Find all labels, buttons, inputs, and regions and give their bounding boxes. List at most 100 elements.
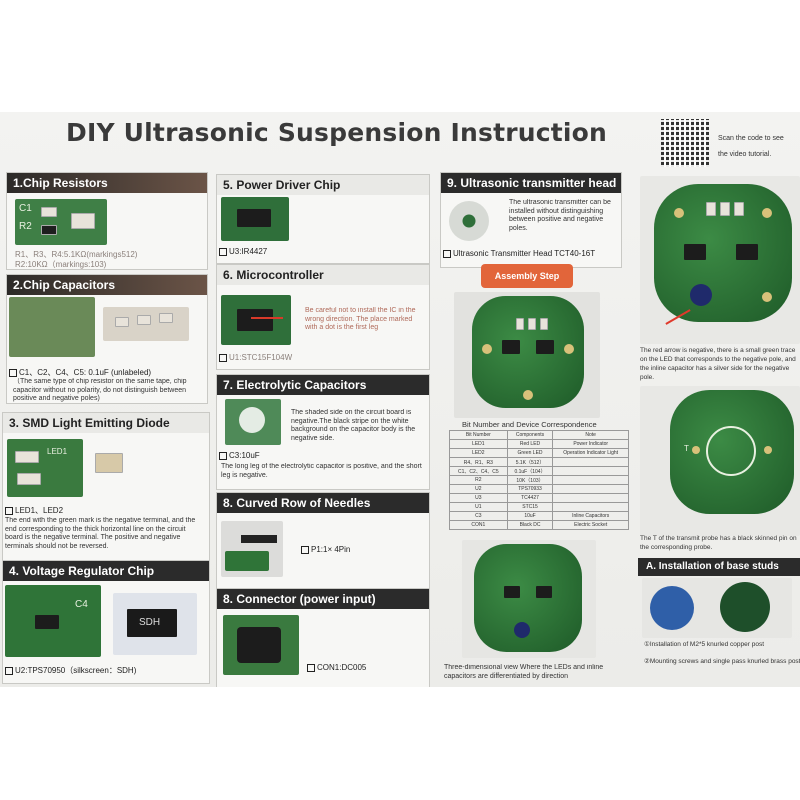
mounting-hole [762, 208, 772, 218]
page-title: DIY Ultrasonic Suspension Instruction [66, 118, 608, 147]
table-cell: R4、R1、R3 [449, 457, 508, 467]
resistor-component [71, 213, 95, 229]
panel-connector: 8. Connector (power input) CON1:DC005 [216, 588, 430, 687]
probe-pin [692, 446, 700, 454]
resistor-photo: C1 R2 [15, 199, 107, 245]
pin-header [241, 535, 277, 543]
panel-microcontroller: 6. Microcontroller Be careful not to ins… [216, 264, 430, 370]
table-cell [552, 502, 629, 512]
studs-header: A. Installation of base studs [638, 558, 800, 576]
panel-header: 9. Ultrasonic transmitter head [441, 173, 621, 193]
regulator-spec-text: U2:TPS70950（silkscreen：SDH) [15, 666, 137, 675]
mcu-board-photo [221, 295, 291, 345]
pcb-board [472, 296, 584, 408]
table-cell [552, 475, 629, 485]
table-cell: Operation Indicator Light [552, 448, 629, 458]
regulator-chip: SDH [127, 609, 177, 637]
table-cell: Red LED [506, 439, 554, 449]
assembly-3d-photo [462, 540, 596, 658]
led-component [720, 202, 730, 216]
smd-component [516, 318, 524, 330]
studs-photo [642, 578, 792, 638]
ic-chip [684, 244, 706, 260]
qr-caption: Scan the code to see [718, 135, 784, 142]
connector-spec: CON1:DC005 [307, 663, 366, 672]
capacitor-component [115, 317, 129, 327]
transmitter-note: The ultrasonic transmitter can be instal… [509, 199, 611, 232]
pcb-edge [225, 551, 269, 571]
mounting-hole [482, 344, 492, 354]
assembly-step-button: Assembly Step [481, 264, 573, 288]
led-component [15, 451, 39, 463]
smd-component [540, 318, 548, 330]
table-cell: Power Indicator [552, 439, 629, 449]
table-cell [552, 493, 629, 503]
resistor-spec: R2:10KΩ（markings:103) [15, 260, 107, 269]
panel-smd-led: 3. SMD Light Emitting Diode LED1 LED1、LE… [2, 412, 210, 564]
ic-chip [736, 244, 758, 260]
probe-pin [764, 446, 772, 454]
qr-code-icon [661, 119, 709, 167]
table-cell: U3 [449, 493, 508, 503]
pcb-board: T [670, 390, 794, 514]
panel-chip-capacitors: 2.Chip Capacitors C1、C2、C4、C5: 0.1uF (un… [6, 274, 208, 404]
led-component [706, 202, 716, 216]
smd-component [528, 318, 536, 330]
regulator-spec: U2:TPS70950（silkscreen：SDH) [5, 665, 136, 676]
table-cell: 0.1uF（104） [506, 466, 554, 476]
regulator-chip [35, 615, 59, 629]
needles-spec: P1:1× 4Pin [301, 545, 350, 554]
ic-chip [536, 586, 552, 598]
table-cell [552, 484, 629, 494]
electrolytic-leg-note: The long leg of the electrolytic capacit… [221, 463, 422, 479]
electrolytic-note: The shaded side on the circuit board is … [291, 409, 416, 442]
resistor-component [41, 225, 57, 235]
pcb-board [720, 582, 770, 632]
capacitor-tape-photo [103, 307, 189, 341]
checkbox-icon [5, 506, 13, 515]
panel-power-driver: 5. Power Driver Chip U3:IR4427 [216, 174, 430, 264]
checkbox-icon [219, 353, 227, 362]
pcb-board [654, 184, 792, 322]
table-cell: TPS70933 [506, 484, 554, 494]
led-component [17, 473, 41, 485]
checkbox-icon [5, 666, 13, 675]
driver-spec: U3:IR4427 [219, 247, 267, 256]
capacitor-board-photo [9, 297, 95, 357]
table-cell: C1、C2、C4、C5 [449, 466, 508, 476]
transmitter-spec: Ultrasonic Transmitter Head TCT40-16T [443, 249, 595, 258]
led-orientation-note: The red arrow is negative, there is a sm… [640, 347, 796, 381]
mcu-chip [237, 309, 273, 331]
table-cell: TC4427 [506, 493, 554, 503]
ic-chip [502, 340, 520, 354]
silkscreen-label: C4 [75, 599, 88, 610]
capacitor-component [137, 315, 151, 325]
probe-orientation-photo: T [640, 386, 800, 536]
electrolytic-capacitor [690, 284, 712, 306]
driver-spec-text: U3:IR4427 [229, 247, 268, 256]
studs-step: ②Mounting screws and single pass knurled… [644, 658, 800, 665]
probe-label: T [684, 444, 689, 453]
column-header: Bit Number [449, 430, 508, 440]
checkbox-icon [219, 451, 227, 460]
capacitor-spec-text: C1、C2、C4、C5: 0.1uF (unlabeled) [19, 368, 152, 377]
table-cell: Inline Capacitors [552, 511, 629, 521]
panel-chip-resistors: 1.Chip Resistors C1 R2 R1、R3、R4:5.1KΩ(ma… [6, 172, 208, 270]
ic-chip [504, 586, 520, 598]
mounting-hole [564, 344, 574, 354]
resistor-spec: R1、R3、R4:5.1KΩ(markings512) [15, 250, 138, 259]
mcu-spec-text: U1:STC15F104W [229, 353, 293, 362]
checkbox-icon [219, 247, 227, 256]
table-cell: LED1 [449, 439, 508, 449]
led-component [734, 202, 744, 216]
panel-header: 6. Microcontroller [217, 265, 429, 285]
table-cell: Black DC [506, 520, 554, 530]
checkbox-icon [9, 368, 17, 377]
panel-header: 2.Chip Capacitors [7, 275, 207, 295]
transmitter-spec-text: Ultrasonic Transmitter Head TCT40-16T [453, 249, 596, 258]
